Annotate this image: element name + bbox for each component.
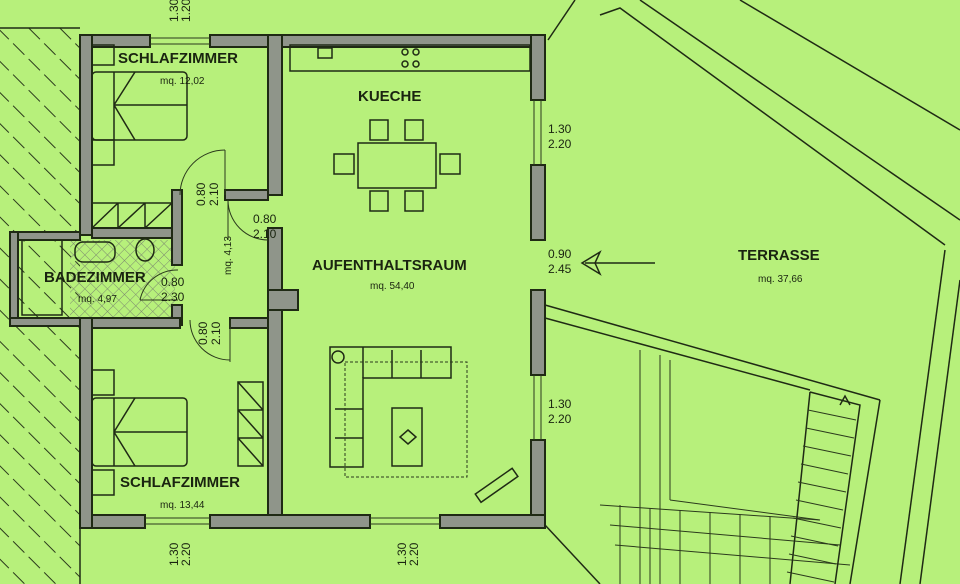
terrace-area: mq. 37,66 [758, 274, 803, 285]
svg-text:1.30: 1.30 [548, 397, 572, 411]
doors [139, 149, 269, 362]
bedroom-bottom-area: mq. 13,44 [160, 500, 205, 511]
svg-text:2.20: 2.20 [179, 542, 193, 566]
bedroom-top-area: mq. 12,02 [160, 76, 205, 87]
bathroom-area: mq. 4,97 [78, 294, 117, 305]
bedroom-top-name: SCHLAFZIMMER [118, 50, 238, 67]
svg-text:2.10: 2.10 [253, 227, 277, 241]
stairs [619, 391, 861, 584]
living-area: mq. 54,40 [370, 281, 415, 292]
svg-text:1.30: 1.30 [548, 122, 572, 136]
bathroom-floor [70, 240, 175, 318]
svg-text:2.10: 2.10 [209, 321, 223, 345]
svg-text:2.45: 2.45 [548, 262, 572, 276]
svg-text:0.80: 0.80 [253, 212, 277, 226]
svg-text:0.80: 0.80 [194, 182, 208, 206]
svg-text:1.30: 1.30 [395, 542, 409, 566]
living-name: AUFENTHALTSRAUM [312, 257, 467, 274]
terrace-lines [544, 0, 960, 584]
svg-text:0.90: 0.90 [548, 247, 572, 261]
bedroom-bottom-name: SCHLAFZIMMER [120, 474, 240, 491]
terrace-name: TERRASSE [738, 247, 820, 264]
svg-text:2.30: 2.30 [161, 290, 185, 304]
entrance-arrow [580, 250, 655, 276]
svg-text:1.20: 1.20 [179, 0, 193, 22]
svg-text:0.80: 0.80 [161, 275, 185, 289]
svg-text:1.30: 1.30 [167, 0, 181, 22]
svg-text:2.20: 2.20 [548, 412, 572, 426]
furniture [21, 44, 531, 504]
walls [9, 34, 546, 529]
windows [145, 37, 542, 525]
dimension-labels: 1.30 1.20 0.80 2.10 0.80 2.10 0.80 2.30 … [161, 0, 572, 566]
svg-text:0.80: 0.80 [196, 321, 210, 345]
svg-text:2.20: 2.20 [548, 137, 572, 151]
kitchen-name: KUECHE [358, 88, 421, 105]
svg-text:2.10: 2.10 [207, 182, 221, 206]
hall-area: mq. 4,13 [223, 236, 234, 275]
svg-text:2.20: 2.20 [407, 542, 421, 566]
bathroom-name: BADEZIMMER [44, 269, 146, 286]
svg-text:1.30: 1.30 [167, 542, 181, 566]
